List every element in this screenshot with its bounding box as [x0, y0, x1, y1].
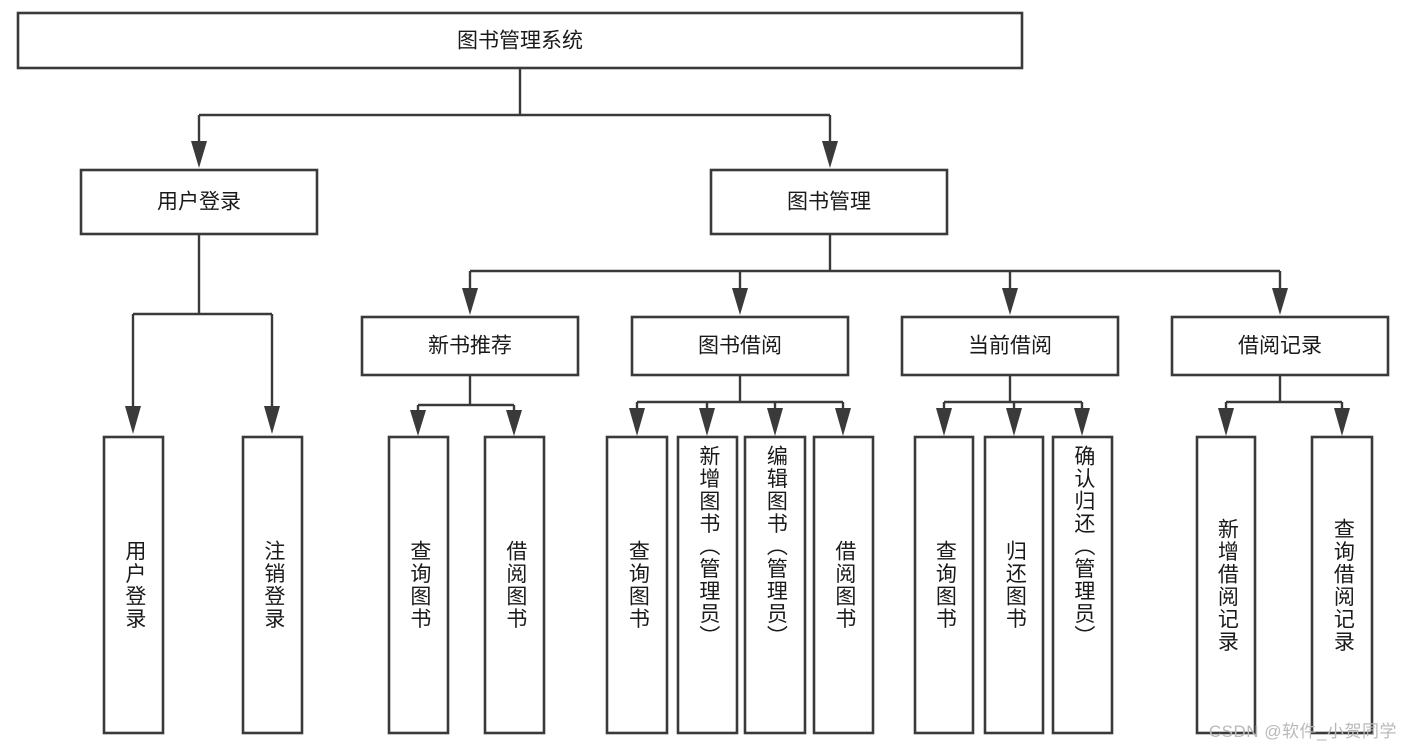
- node-root[interactable]: [16, 11, 1024, 70]
- node-user-login[interactable]: [79, 168, 319, 236]
- node-current-borrow-label: 当前借阅: [968, 335, 1052, 358]
- node-leaf-query-book-3[interactable]: [913, 435, 975, 735]
- node-leaf-confirm-return[interactable]: [1051, 435, 1114, 735]
- node-book-manage-label: 图书管理: [787, 191, 871, 214]
- arrow-head-leaf-user-login: [125, 406, 141, 434]
- arrow-head-leaf-logout-login: [264, 406, 280, 434]
- arrow-head-leaf-borrow-book-1: [506, 410, 522, 436]
- node-borrow-record[interactable]: [1170, 315, 1390, 377]
- node-leaf-user-login[interactable]: [102, 435, 165, 735]
- arrow-head-leaf-add-record: [1218, 408, 1234, 436]
- node-book-borrow-label: 图书借阅: [698, 335, 782, 358]
- arrow-head-leaf-add-book: [699, 408, 715, 436]
- node-leaf-query-book-1[interactable]: [387, 435, 450, 735]
- node-book-borrow[interactable]: [630, 315, 850, 377]
- node-new-book-rec[interactable]: [360, 315, 580, 377]
- watermark-text: CSDN @软件_小贺同学: [1208, 722, 1397, 741]
- arrow-head-leaf-borrow-book-2: [835, 408, 851, 436]
- arrow-head-user-login: [191, 141, 207, 168]
- node-current-borrow[interactable]: [900, 315, 1120, 377]
- arrow-head-borrow-record: [1272, 288, 1288, 315]
- arrow-head-leaf-confirm-return: [1074, 408, 1090, 436]
- node-leaf-add-record[interactable]: [1195, 435, 1257, 735]
- arrow-head-book-manage: [822, 141, 838, 168]
- arrow-head-leaf-edit-book: [767, 408, 783, 436]
- node-root-label: 图书管理系统: [457, 30, 583, 53]
- node-leaf-query-book-2[interactable]: [605, 435, 669, 735]
- node-new-book-rec-label: 新书推荐: [428, 335, 512, 358]
- arrow-head-leaf-query-book-1: [410, 410, 426, 436]
- arrow-head-leaf-query-book-3: [936, 408, 952, 436]
- arrow-head-leaf-query-record: [1334, 408, 1350, 436]
- node-layer: 图书管理系统 用户登录 图书管理 新书推荐 图书借阅 当前借阅 借阅记录: [16, 11, 1390, 735]
- arrow-head-new-book-rec: [462, 288, 478, 315]
- node-user-login-label: 用户登录: [157, 191, 241, 214]
- arrow-head-leaf-query-book-2: [629, 408, 645, 436]
- node-leaf-add-book[interactable]: [676, 435, 739, 735]
- arrow-head-book-borrow: [732, 288, 748, 315]
- arrow-head-current-borrow: [1002, 288, 1018, 315]
- node-leaf-edit-book[interactable]: [743, 435, 807, 735]
- node-leaf-borrow-book-2[interactable]: [812, 435, 875, 735]
- node-leaf-borrow-book-1[interactable]: [483, 435, 546, 735]
- node-borrow-record-label: 借阅记录: [1238, 335, 1322, 358]
- node-book-manage[interactable]: [709, 168, 949, 236]
- connector-layer: [125, 69, 1350, 436]
- node-leaf-query-record[interactable]: [1310, 435, 1374, 735]
- arrow-head-leaf-return-book: [1006, 408, 1022, 436]
- node-leaf-logout-login[interactable]: [241, 435, 304, 735]
- node-leaf-return-book[interactable]: [983, 435, 1045, 735]
